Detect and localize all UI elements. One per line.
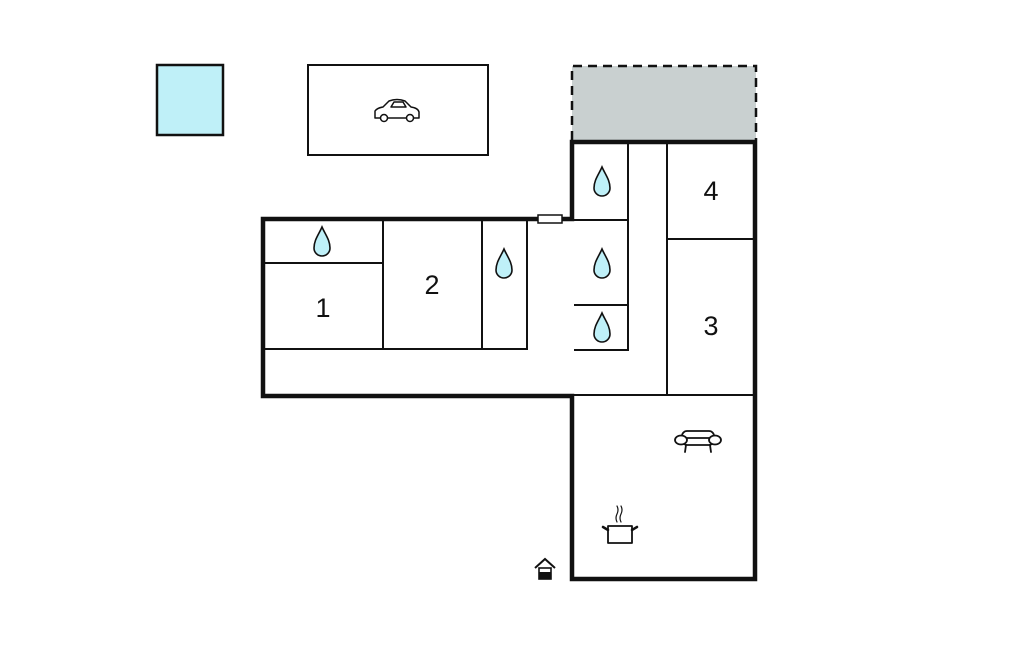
sofa-icon [674, 430, 722, 453]
window [537, 214, 563, 224]
carport [307, 64, 489, 156]
room-4-label: 4 [703, 176, 718, 206]
pool [155, 63, 225, 137]
water-drop-icon [313, 224, 331, 257]
water-drop-icon [593, 246, 611, 279]
cooking-pot-icon [601, 505, 639, 544]
water-drop-icon [495, 246, 513, 279]
water-drop-icon [593, 164, 611, 197]
room-2-label: 2 [424, 270, 439, 300]
terrace [572, 66, 756, 141]
interior-walls [265, 142, 755, 396]
terrace-border [570, 64, 758, 140]
room-1-label: 1 [315, 293, 330, 323]
outer-wall [260, 139, 758, 582]
water-drop-icon [593, 310, 611, 343]
room-3-label: 3 [703, 311, 718, 341]
entrance-icon [534, 557, 556, 580]
car-icon [374, 98, 420, 123]
